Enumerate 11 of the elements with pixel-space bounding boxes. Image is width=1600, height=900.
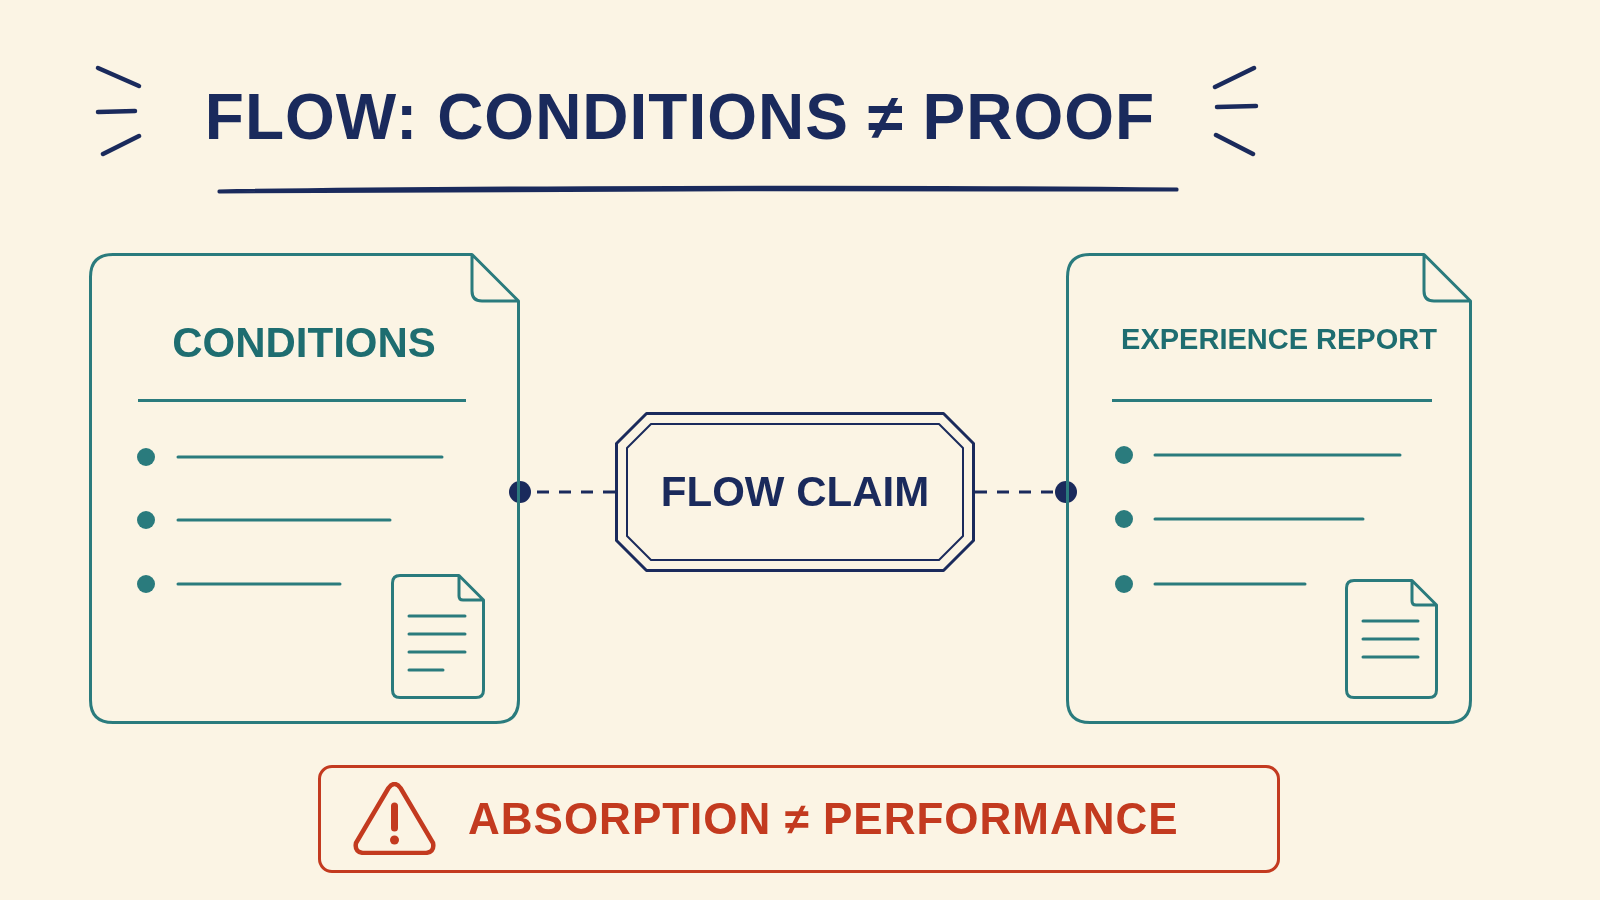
document-card: [89, 253, 520, 724]
connector-line: [975, 481, 1077, 503]
connector-line: [509, 481, 615, 503]
diagram-title: FLOW: CONDITIONS ≠ PROOF: [204, 82, 1156, 153]
claim-octagon: [615, 412, 975, 572]
document-heading: CONDITIONS: [171, 319, 437, 368]
warning-banner: [318, 765, 1280, 873]
document-card: [1066, 253, 1472, 724]
claim-label: FLOW CLAIM: [660, 467, 930, 517]
document-heading: EXPERIENCE REPORT: [1120, 323, 1438, 357]
warning-text: ABSORPTION ≠ PERFORMANCE: [468, 793, 1179, 845]
